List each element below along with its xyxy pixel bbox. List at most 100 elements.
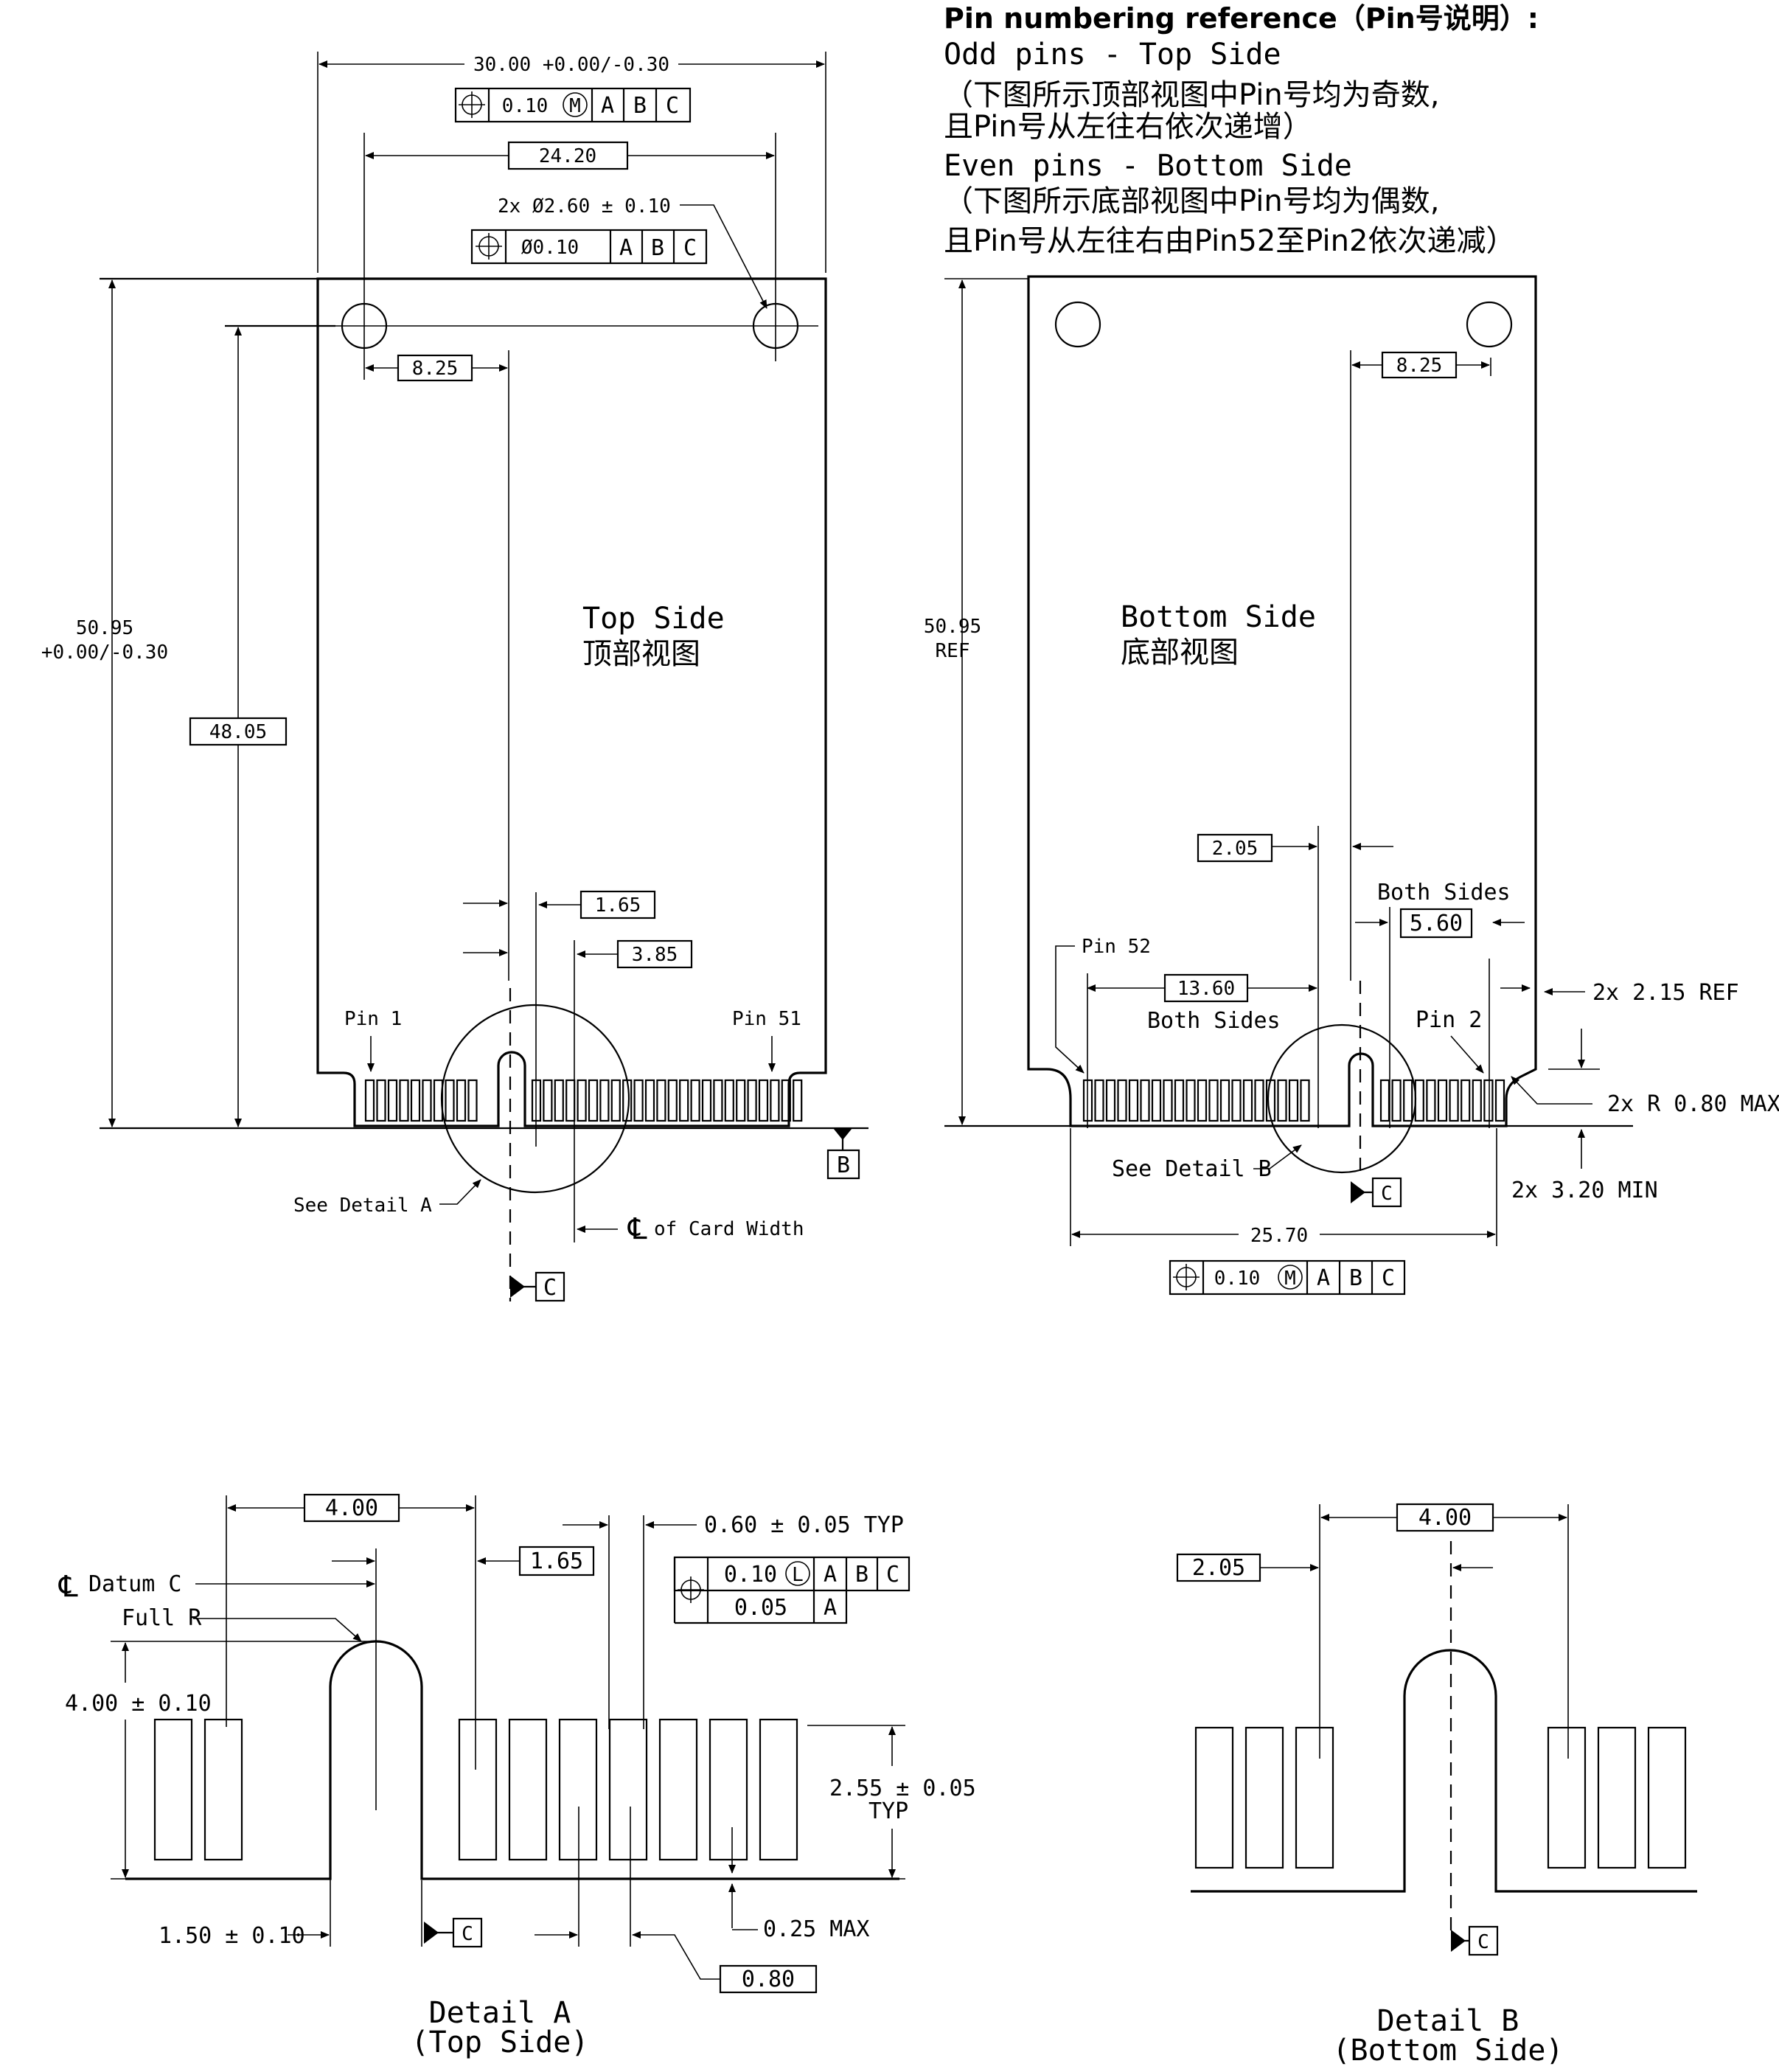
contact-pad [456,1079,467,1122]
bottom-see-detail: See Detail B [1112,1156,1272,1182]
top-side-label-cn: 顶部视图 [582,637,700,671]
top-detail-circle [440,1004,630,1194]
contact-pad [610,1079,621,1122]
svg-text:0.10: 0.10 [1214,1268,1261,1290]
contact-pad [633,1079,644,1122]
contact-pad [781,1079,791,1122]
svg-text:L: L [792,1564,804,1586]
top-card-width: of Card Width [654,1218,804,1240]
odd-pins-note-2: 且Pin号从左往右依次递增） [944,110,1312,144]
contact-pad [1288,1079,1299,1122]
bottom-pin-last: Pin 2 [1416,1007,1482,1033]
detail-a-pads [153,1718,798,1861]
detail-b-dim-205: 2.05 [1192,1555,1245,1581]
contact-pad [1208,1079,1219,1122]
svg-text:C: C [683,235,697,261]
top-datum-c: C [543,1275,557,1301]
contact-pad [387,1079,398,1122]
top-pin-last: Pin 51 [732,1008,801,1030]
svg-text:0.10: 0.10 [724,1562,777,1588]
contact-pad [793,1079,803,1122]
bottom-detail-circle [1267,1023,1417,1174]
detail-b-pads [1194,1726,1687,1869]
contact-pad [588,1079,599,1122]
contact-pad [543,1079,553,1122]
contact-pad [1461,1079,1471,1122]
contact-pad [1391,1079,1402,1122]
contact-pad [599,1079,610,1122]
detail-pad [203,1718,243,1861]
top-hole-height-dim: 48.05 [209,721,267,743]
bottom-side-label-cn: 底部视图 [1121,636,1239,670]
contact-pad [667,1079,678,1122]
detail-pad [153,1718,193,1861]
contact-pad [690,1079,700,1122]
bottom-fcf: 0.10 M A B C [1169,1259,1406,1296]
contact-pad [1254,1079,1264,1122]
bottom-contact-pads [1082,1079,1505,1122]
detail-a-caption-1: Detail A [429,1996,571,2030]
contact-pad [1426,1079,1436,1122]
bottom-dim-205: 2.05 [1212,838,1258,860]
detail-b-datum-c: C [1477,1931,1489,1953]
svg-text:B: B [1349,1265,1362,1291]
svg-text:0.05: 0.05 [734,1595,787,1621]
contact-pad [577,1079,587,1122]
bottom-pin-first: Pin 52 [1082,936,1151,958]
detail-pad [1244,1726,1284,1869]
bottom-view: 8.25 50.95 REF Bottom Side 底部视图 2.05 Bot… [924,275,1779,1296]
contact-pad [422,1079,432,1122]
detail-pad [1295,1726,1334,1869]
top-cl-symbol: ℄ [627,1212,647,1246]
bottom-side-label-en: Bottom Side [1121,600,1316,634]
detail-b-caption-2: (Bottom Side) [1332,2034,1563,2068]
contact-pad [1437,1079,1448,1122]
detail-b: 4.00 2.05 C Detail B (Bottom Side) [1176,1503,1697,2068]
detail-a-fcf: 0.10 L A B C 0.05 A [673,1556,911,1624]
top-dim-385: 3.85 [632,944,678,966]
contact-pad [644,1079,655,1122]
svg-text:M: M [1284,1268,1296,1290]
detail-a-cl-symbol: ℄ [58,1570,78,1604]
svg-text:C: C [886,1562,899,1588]
svg-text:A: A [601,93,614,119]
contact-pad [1219,1079,1230,1122]
contact-pad [701,1079,712,1122]
top-side-label-en: Top Side [582,602,725,636]
svg-text:A: A [1317,1265,1330,1291]
even-pins-label: Even pins - Bottom Side [944,149,1352,183]
bottom-height-dim-1: 50.95 [924,616,981,638]
bottom-hole-right [1466,301,1513,348]
detail-b-profile [1191,1649,1697,1893]
svg-text:B: B [651,235,664,261]
bottom-dim-560: 5.60 [1410,911,1463,936]
detail-a-dim-255-typ: TYP [868,1798,908,1824]
contact-pad [1300,1079,1310,1122]
contact-pad [770,1079,780,1122]
detail-pad [458,1718,498,1861]
contact-pad [736,1079,746,1122]
bottom-height-dim-2: REF [936,640,970,662]
bottom-dim-1360: 13.60 [1177,978,1235,1000]
detail-a-dim-255: 2.55 ± 0.05 [829,1776,976,1801]
bottom-both-sides-2: Both Sides [1147,1008,1281,1034]
contact-pad [758,1079,769,1122]
contact-pad [679,1079,689,1122]
contact-pad [467,1079,478,1122]
bottom-hole-offset-dim: 8.25 [1396,355,1443,377]
contact-pad [1379,1079,1390,1122]
even-pins-note-2: 且Pin号从左往右由Pin52至Pin2依次递减） [944,224,1515,258]
contact-pad [1242,1079,1253,1122]
bottom-datum-c: C [1381,1183,1393,1205]
top-fcf-width: 0.10 M A B C [454,87,692,123]
contact-pad [1105,1079,1116,1122]
contact-pad [1449,1079,1459,1122]
top-contact-pads [364,1079,803,1122]
svg-text:M: M [569,95,581,117]
detail-a-dim-400: 4.00 [325,1495,378,1521]
contact-pad [376,1079,386,1122]
contact-pad [1472,1079,1482,1122]
detail-pad [508,1718,548,1861]
svg-text:C: C [1382,1265,1395,1291]
